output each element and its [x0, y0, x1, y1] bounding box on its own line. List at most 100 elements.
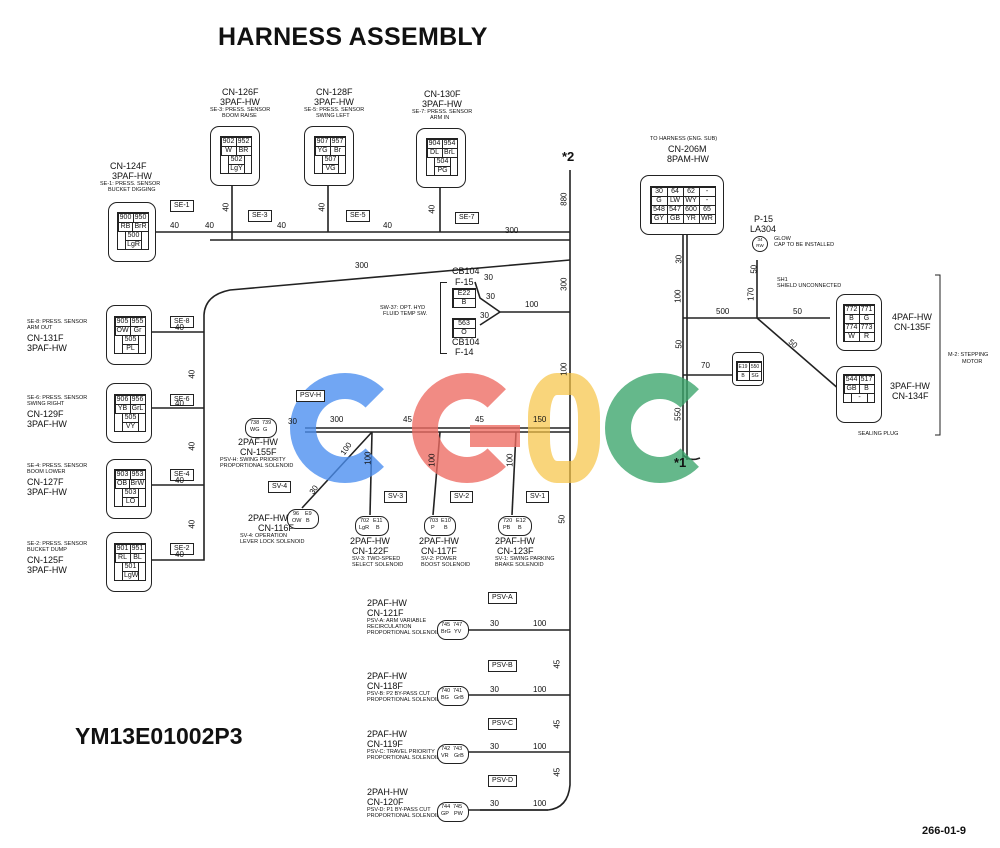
solenoid-desc: SV-1: SWING PARKING — [495, 556, 555, 562]
pin-color: PW — [454, 811, 463, 817]
connector-cn117f — [424, 516, 456, 536]
length-label: 30 — [480, 311, 489, 320]
connector-code: CN-124F — [110, 161, 147, 171]
pin-num: 741 — [453, 688, 463, 694]
pin: WR — [698, 213, 716, 224]
solenoid-tag: SV-1 — [526, 491, 550, 503]
connector-desc: SE-3: PRESS. SENSOR — [210, 107, 271, 113]
pin-num: 739 — [262, 420, 272, 426]
length-label: 50 — [793, 307, 802, 316]
connector-desc: SE-6: PRESS. SENSOR — [27, 395, 88, 401]
length-label: 40 — [383, 221, 392, 230]
pin-num: 720 — [503, 518, 513, 524]
pin-num: 742 — [441, 746, 451, 752]
length-label: 300 — [505, 226, 519, 235]
length-label: 30 — [674, 254, 684, 264]
connector-type: 3PAF-HW — [27, 565, 67, 575]
connector-code: CN-125F — [27, 555, 64, 565]
pin: R — [858, 331, 875, 342]
star-marker-1: *1 — [674, 455, 687, 470]
shield-note: SHIELD UNCONNECTED — [777, 283, 842, 289]
sensor-tag: SE-6 — [170, 394, 194, 406]
length-label: 30 — [490, 742, 499, 751]
pin: O — [452, 327, 476, 338]
pin-color: VR — [441, 753, 449, 759]
solenoid-desc: BRAKE SOLENOID — [495, 562, 544, 568]
pin-num: E9 — [305, 511, 312, 517]
length-label: 40 — [221, 202, 231, 212]
length-label: 45 — [552, 659, 562, 669]
pin-color: GrB — [454, 753, 464, 759]
length-label: 45 — [403, 415, 412, 424]
connector-desc: SE-4: PRESS. SENSOR — [27, 463, 88, 469]
length-label: 880 — [559, 192, 569, 206]
connector-desc: ARM IN — [430, 115, 450, 121]
length-label: 500 — [716, 307, 730, 316]
cb-label: F-15 — [455, 277, 474, 287]
solenoid-tag: PSV-H — [296, 390, 326, 402]
connector-code: CN-128F — [316, 87, 353, 97]
connector-desc: BOOM LOWER — [27, 469, 66, 475]
pin: LgW — [122, 570, 139, 581]
psv-code: CN-118F — [367, 681, 403, 691]
pin-num: 745 — [441, 622, 451, 628]
solenoid-code: CN-155F — [240, 447, 277, 457]
length-label: 100 — [505, 453, 515, 467]
left-column-wire — [148, 259, 571, 561]
motor-note: M-2: STEPPING — [948, 352, 989, 358]
pin: LgY — [228, 163, 245, 174]
watermark-c2 — [605, 373, 715, 483]
psv-type: 2PAF-HW — [367, 671, 407, 681]
connector-code: CN-131F — [27, 333, 64, 343]
pin: - — [851, 392, 868, 403]
solenoid-desc: BOOST SOLENOID — [421, 562, 471, 568]
solenoid-type: 2PAF-HW — [419, 536, 459, 546]
connector-type: 3PAF-HW — [422, 99, 462, 109]
length-label: 40 — [205, 221, 214, 230]
glow-note: GLOW — [774, 236, 791, 242]
cn135f-type: 4PAF-HW — [892, 312, 932, 322]
cb-label: CB104 — [452, 337, 480, 347]
length-label: 40 — [175, 550, 184, 559]
psv-tag: PSV-C — [488, 718, 518, 730]
pin-color: BrG — [441, 629, 451, 635]
psv-desc: PSV-A: ARM VARIABLE — [367, 618, 427, 624]
pin: PL — [122, 343, 139, 354]
connector-type: 3PAF-HW — [27, 343, 67, 353]
length-label: 550 — [673, 407, 683, 421]
pin: VG — [322, 163, 339, 174]
length-label: 170 — [746, 287, 756, 301]
psv-desc: PSV-D: P1 BY-PASS CUT — [367, 807, 431, 813]
pin-num: 747 — [453, 622, 463, 628]
pin-color: BG — [441, 695, 449, 701]
psv-desc: PROPORTIONAL SOLENOID — [367, 813, 441, 819]
connector-type: 3PAF-HW — [27, 419, 67, 429]
pin-num: 745 — [453, 804, 463, 810]
psv-tag: PSV-A — [488, 592, 517, 604]
sensor-tag: SE-1 — [170, 200, 194, 212]
psv-code: CN-119F — [367, 739, 403, 749]
length-label: 30 — [490, 799, 499, 808]
cb-desc: SW-37: OPT. HYD — [380, 305, 426, 311]
solenoid-desc: PSV-H: SWING PRIORITY — [220, 457, 286, 463]
wire-bundles — [148, 170, 841, 811]
pin-num: E10 — [441, 518, 451, 524]
sensor-tag: SE-4 — [170, 469, 194, 481]
psv-desc: PSV-B: P2 BY-PASS CUT — [367, 691, 431, 697]
psv-type: 2PAH-HW — [367, 787, 408, 797]
solenoid-desc: PROPORTIONAL SOLENOID — [220, 463, 294, 469]
length-label: 30 — [490, 685, 499, 694]
solenoid-type: 2PAF-HW — [248, 513, 288, 523]
length-label: 100 — [533, 685, 547, 694]
connector-type: 3PAF-HW — [112, 171, 152, 181]
connector-desc: SE-5: PRESS. SENSOR — [304, 107, 365, 113]
watermark-s — [528, 373, 600, 483]
pin-color: GrB — [454, 695, 464, 701]
pin: LgR — [125, 239, 142, 250]
solenoid-type: 2PAF-HW — [238, 437, 278, 447]
